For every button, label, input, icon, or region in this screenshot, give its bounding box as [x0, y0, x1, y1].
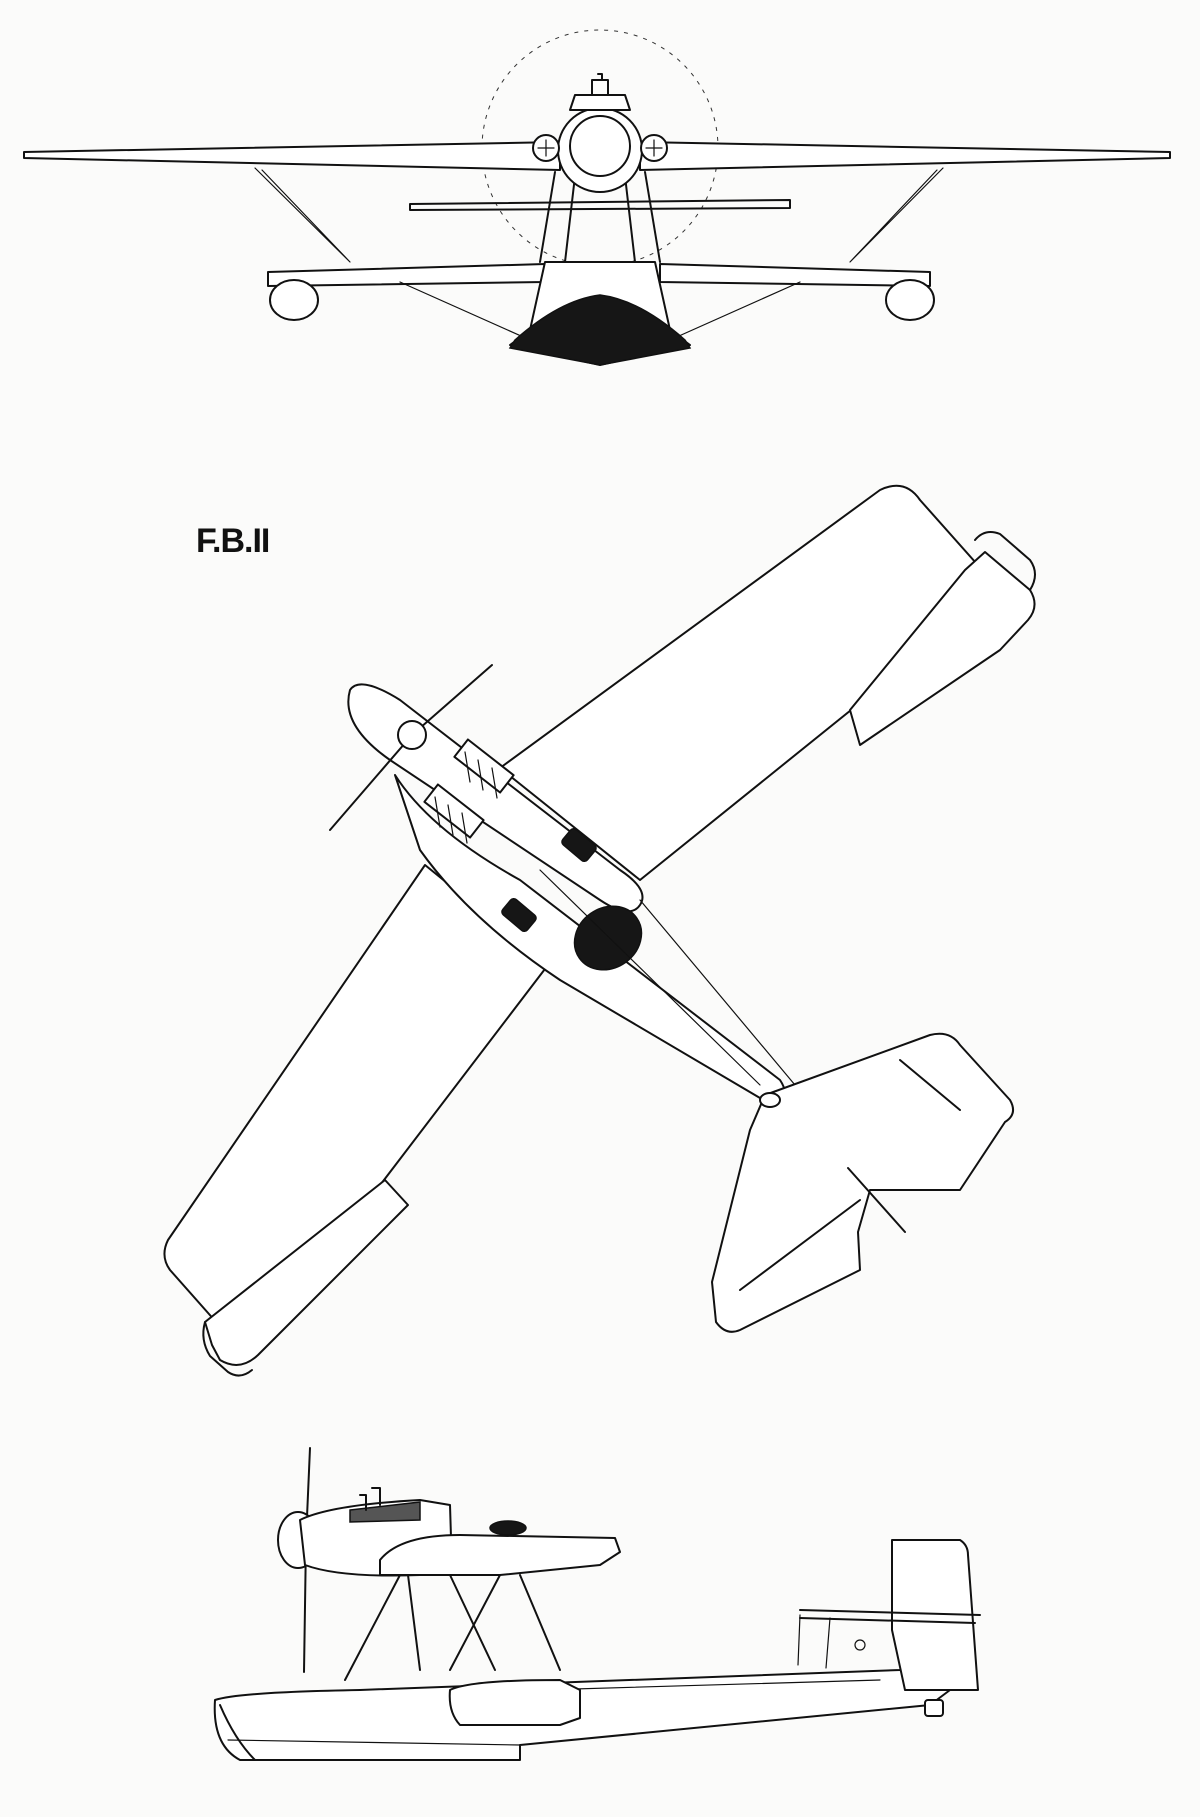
- side-tailplane: [799, 1609, 981, 1624]
- plan-elevators: [739, 1059, 961, 1291]
- plan-propeller: [329, 664, 493, 831]
- plan-radiator-lower: [501, 897, 537, 933]
- aircraft-designation: F.B.II: [196, 522, 270, 560]
- plan-rudder: [847, 1167, 906, 1233]
- plan-engine-lower: [423, 783, 485, 844]
- front-radiator-crosses: [537, 139, 663, 157]
- plan-aileron-left: [204, 1179, 409, 1366]
- side-view: [213, 1447, 981, 1761]
- side-struts: [344, 1574, 561, 1681]
- side-hull: [213, 1654, 951, 1761]
- plan-tailplane: [711, 1032, 1015, 1333]
- front-tailplane: [409, 199, 791, 211]
- plan-aileron-right-tip: [974, 531, 1036, 591]
- plan-wing-right: [499, 484, 1001, 881]
- side-engine-cylinders: [349, 1501, 421, 1523]
- plan-engine-upper: [453, 738, 515, 799]
- side-tail-struts: [797, 1614, 831, 1669]
- side-hull-bow: [219, 1704, 256, 1761]
- front-exhaust-stack: [591, 73, 609, 96]
- front-lower-bracing: [399, 281, 801, 341]
- side-tail-bumper: [924, 1699, 944, 1717]
- front-upper-wing-right: [639, 141, 1171, 171]
- front-engine-top: [569, 94, 631, 111]
- plan-view: [163, 484, 1036, 1377]
- side-cockpit-dome: [489, 1520, 527, 1536]
- side-hull-chines: [227, 1679, 881, 1746]
- front-float-right: [885, 279, 935, 321]
- front-interplane-struts: [254, 167, 944, 263]
- plan-tail-bumper: [759, 1092, 781, 1108]
- side-exhaust: [359, 1487, 381, 1511]
- side-fin: [891, 1539, 979, 1691]
- front-float-left: [269, 279, 319, 321]
- front-hull-shadow: [508, 294, 692, 366]
- side-upper-wing: [379, 1534, 621, 1576]
- plan-cockpit-dome: [573, 905, 643, 971]
- plan-spinner: [397, 720, 427, 750]
- front-lower-wing-right: [659, 263, 931, 287]
- front-upper-wing-left: [23, 141, 561, 171]
- plan-aileron-right: [849, 551, 1036, 746]
- plan-aileron-left-tip: [202, 1321, 253, 1377]
- front-spinner: [569, 115, 631, 177]
- front-cabane-struts: [539, 171, 661, 263]
- side-tail-roundel: [854, 1639, 866, 1651]
- front-view: [23, 29, 1171, 366]
- plan-tail-booms: [539, 869, 796, 1086]
- plan-radiator-upper: [561, 827, 597, 863]
- plan-wing-left: [163, 864, 549, 1346]
- front-lower-wing-left: [267, 263, 546, 287]
- side-float: [448, 1679, 581, 1726]
